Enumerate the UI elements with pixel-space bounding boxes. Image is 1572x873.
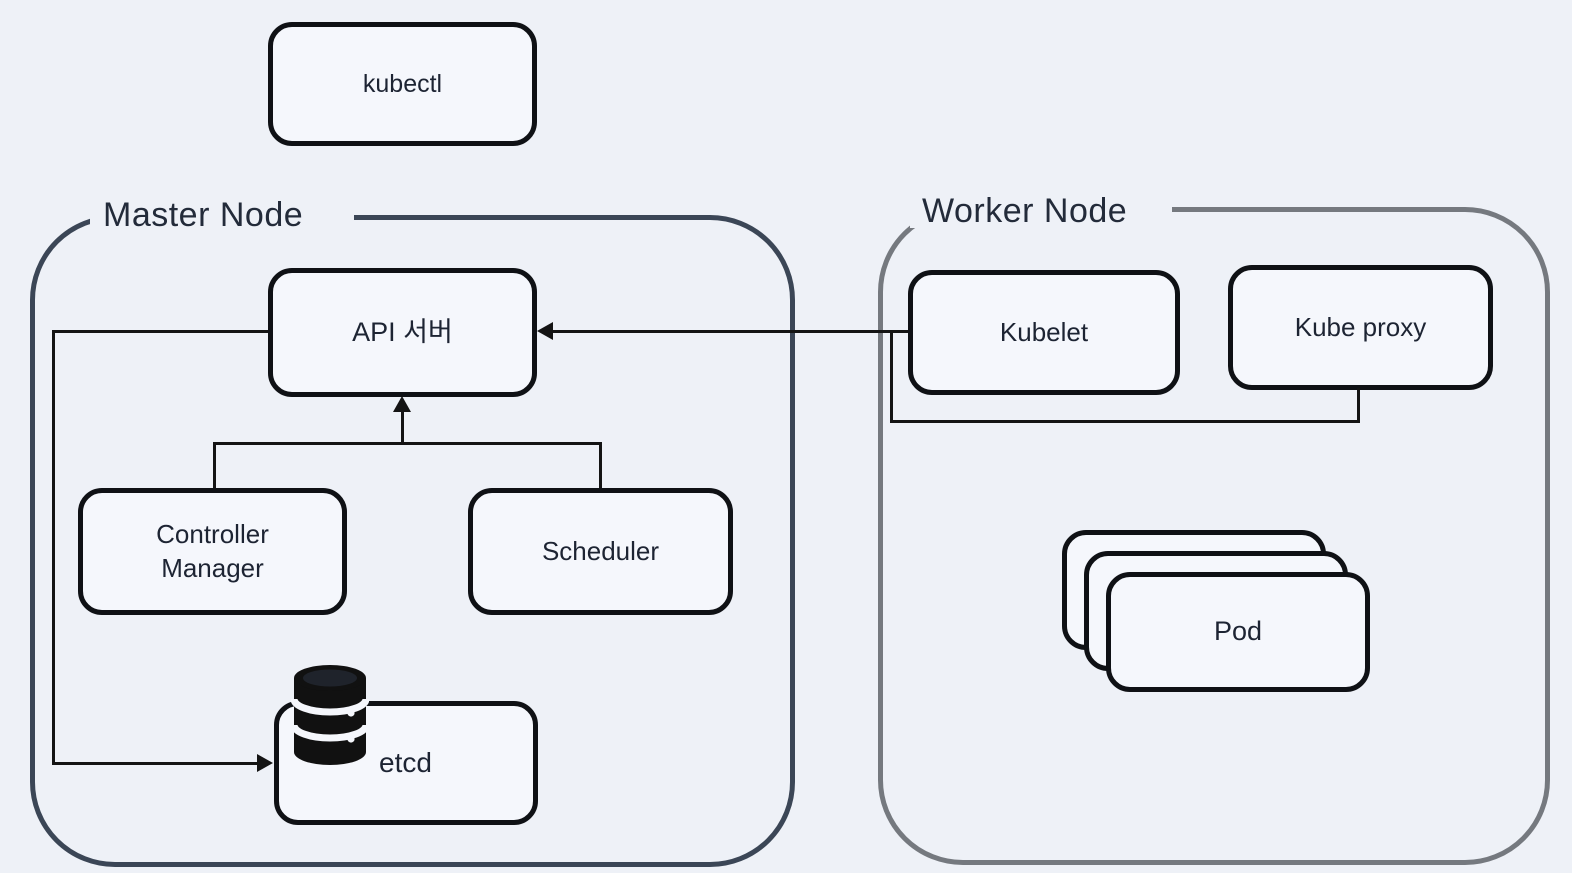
node-api-server: API 서버 xyxy=(268,268,537,397)
node-kubelet: Kubelet xyxy=(908,270,1180,395)
master-node-title: Master Node xyxy=(103,196,304,234)
node-scheduler: Scheduler xyxy=(468,488,733,615)
connector-kube-proxy-stub xyxy=(1357,388,1360,423)
controller-manager-label: Controller Manager xyxy=(156,518,269,583)
kubectl-label: kubectl xyxy=(362,69,443,98)
kube-proxy-label: Kube proxy xyxy=(1294,311,1427,342)
connector-scheduler-stub xyxy=(599,442,602,488)
etcd-label: etcd xyxy=(379,746,432,778)
connector-controller-manager-stub xyxy=(213,442,216,488)
worker-label-gap xyxy=(910,190,1172,228)
connector-to-etcd-horizontal xyxy=(52,762,258,765)
master-node-group xyxy=(30,215,795,867)
connector-up-to-api xyxy=(401,410,404,445)
connector-left-vertical xyxy=(52,330,55,764)
api-server-label: API 서버 xyxy=(352,316,453,347)
node-kubectl: kubectl xyxy=(268,22,537,146)
node-kube-proxy: Kube proxy xyxy=(1228,265,1493,390)
connector-branch-vertical xyxy=(890,330,893,422)
pod-label: Pod xyxy=(1213,616,1263,647)
arrowhead-into-etcd xyxy=(257,754,273,772)
connector-t-horizontal xyxy=(213,442,602,445)
connector-api-left-horizontal xyxy=(52,330,268,333)
connector-branch-horizontal xyxy=(890,420,1360,423)
kubelet-label: Kubelet xyxy=(999,316,1089,347)
connector-kubelet-to-api xyxy=(552,330,908,333)
arrowhead-into-api-bottom xyxy=(393,396,411,412)
arrowhead-into-api-right xyxy=(537,322,553,340)
master-label-gap xyxy=(90,198,354,234)
node-controller-manager: Controller Manager xyxy=(78,488,347,615)
node-pod: Pod xyxy=(1106,572,1370,692)
scheduler-label: Scheduler xyxy=(541,535,660,566)
worker-node-title: Worker Node xyxy=(922,192,1128,230)
database-icon xyxy=(291,665,369,765)
worker-node-group xyxy=(878,207,1550,865)
